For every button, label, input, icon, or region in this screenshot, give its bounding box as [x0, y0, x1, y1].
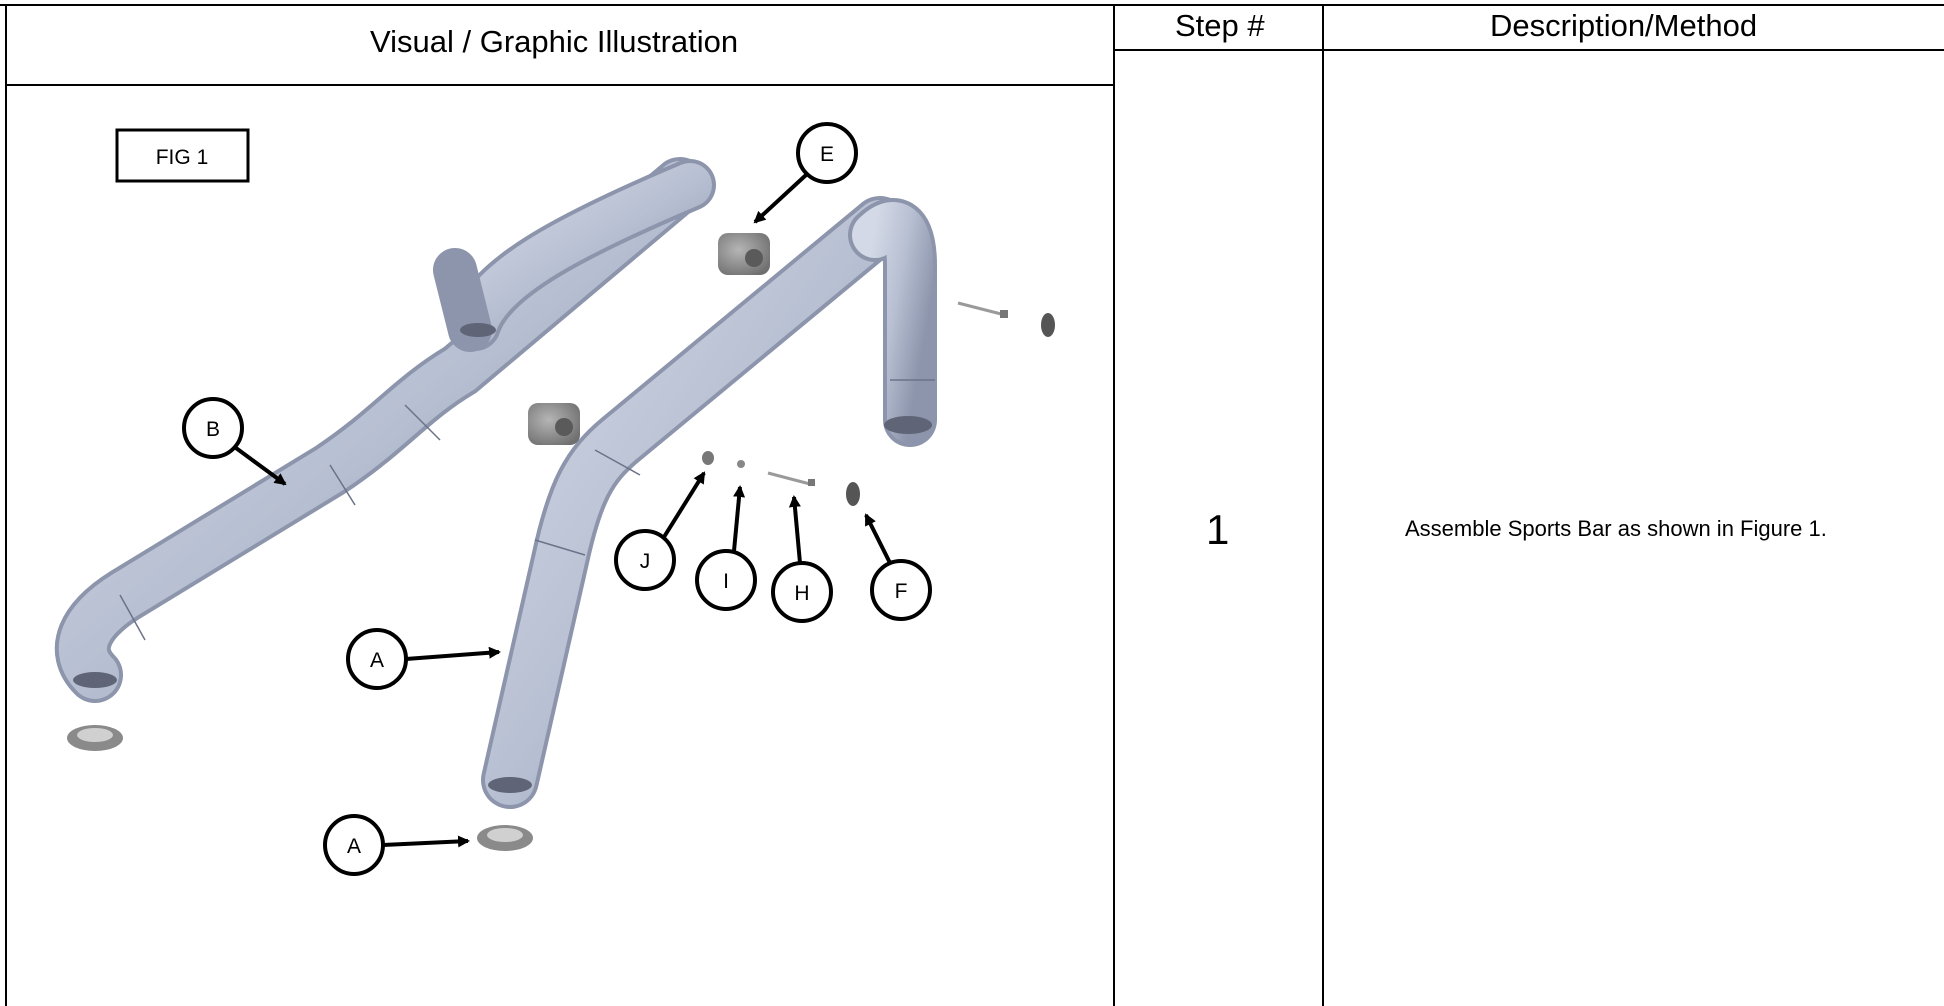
- base-plate: [67, 725, 533, 851]
- visual-illustration-header: Visual / Graphic Illustration: [370, 24, 739, 59]
- callout-j: J: [614, 471, 706, 591]
- sports-bar-b: [54, 157, 716, 703]
- callout-a-lower-label: A: [347, 835, 361, 858]
- clamp-block-e: [528, 233, 770, 445]
- callout-b-label: B: [206, 418, 220, 441]
- assembly-illustration: FIG 1 E B J I H F: [54, 122, 1055, 876]
- callout-f-label: F: [895, 580, 908, 603]
- callout-e: E: [753, 122, 858, 224]
- hardware: [702, 301, 1055, 506]
- callout-a-lower: A: [323, 814, 470, 876]
- callout-a-upper: A: [346, 628, 501, 690]
- callout-h: H: [771, 495, 833, 623]
- callout-a-upper-label: A: [370, 649, 384, 672]
- step-number-header: Step #: [1175, 8, 1265, 43]
- sports-bar-a: [481, 196, 937, 809]
- figure-label-box: [115, 128, 250, 183]
- step-number: 1: [1206, 506, 1230, 553]
- description-header: Description/Method: [1490, 8, 1758, 43]
- callout-i: I: [695, 485, 757, 611]
- figure-label: FIG 1: [156, 146, 209, 169]
- callout-i-label: I: [723, 570, 729, 593]
- callout-h-label: H: [794, 582, 809, 605]
- step-description: Assemble Sports Bar as shown in Figure 1…: [1405, 516, 1827, 541]
- callout-b: B: [182, 397, 287, 486]
- callout-j-label: J: [640, 550, 651, 573]
- callout-e-label: E: [820, 143, 834, 166]
- callout-f: F: [864, 513, 932, 621]
